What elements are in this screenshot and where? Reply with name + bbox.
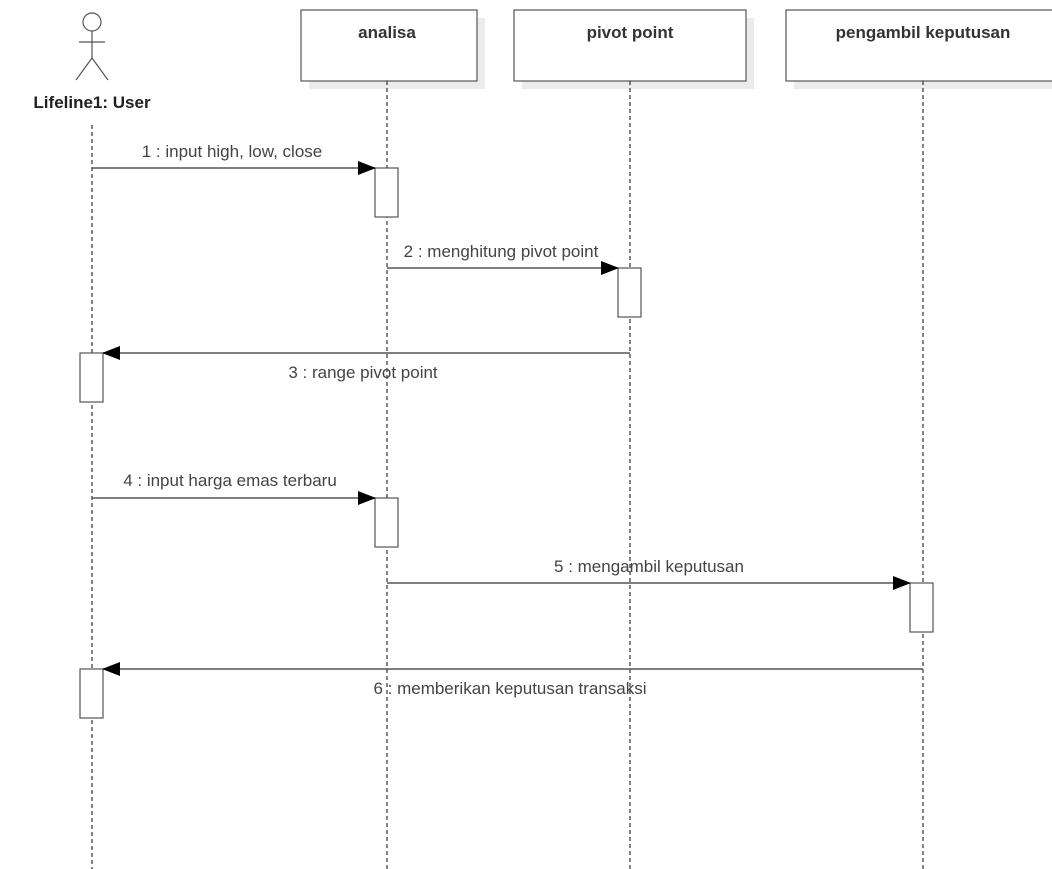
message-6[interactable]: 6 : memberikan keputusan transaksi	[102, 662, 923, 698]
lifelines	[91, 81, 924, 869]
message-label: 2 : menghitung pivot point	[404, 242, 599, 261]
activation-bar-pengambil-keputusan-1[interactable]	[909, 582, 934, 633]
activation-bar-user-1[interactable]	[79, 352, 104, 403]
actor-user[interactable]: Lifeline1: User	[33, 12, 151, 112]
activation-bar-analisa-2[interactable]	[374, 497, 399, 548]
object-pengambil-keputusan[interactable]: pengambil keputusan	[785, 9, 1052, 89]
object-analisa[interactable]: analisa	[300, 9, 485, 89]
message-3[interactable]: 3 : range pivot point	[102, 346, 630, 382]
message-label: 6 : memberikan keputusan transaksi	[373, 679, 646, 698]
object-box	[785, 9, 1052, 82]
message-2[interactable]: 2 : menghitung pivot point	[387, 242, 619, 275]
message-label: 1 : input high, low, close	[142, 142, 323, 161]
message-4[interactable]: 4 : input harga emas terbaru	[92, 471, 376, 505]
object-box	[513, 9, 747, 82]
message-label: 3 : range pivot point	[288, 363, 438, 382]
stick-figure-icon	[75, 12, 109, 81]
object-pivot-point[interactable]: pivot point	[513, 9, 754, 89]
object-title-analisa: analisa	[358, 23, 416, 42]
message-label: 4 : input harga emas terbaru	[123, 471, 337, 490]
activation-bar-pivot-point-1[interactable]	[617, 267, 642, 318]
object-title-pengambil-keputusan: pengambil keputusan	[836, 23, 1011, 42]
object-box	[300, 9, 478, 82]
activation-bar-analisa-1[interactable]	[374, 167, 399, 218]
message-5[interactable]: 5 : mengambil keputusan	[387, 557, 911, 590]
message-1[interactable]: 1 : input high, low, close	[92, 142, 376, 175]
message-label: 5 : mengambil keputusan	[554, 557, 744, 576]
object-title-pivot-point: pivot point	[587, 23, 674, 42]
actor-label: Lifeline1: User	[33, 93, 151, 112]
activation-bars	[79, 167, 934, 719]
activation-bar-user-2[interactable]	[79, 668, 104, 719]
